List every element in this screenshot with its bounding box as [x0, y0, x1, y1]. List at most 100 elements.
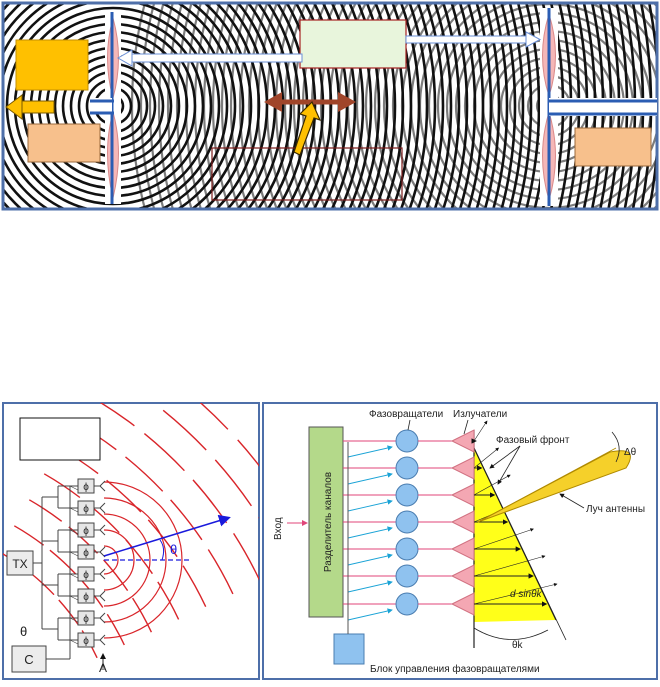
- ring: [256, 3, 279, 209]
- delta-theta-label: Δθ: [624, 447, 637, 458]
- ring: [319, 3, 347, 209]
- ring: [301, 3, 327, 209]
- tx-label: TX: [12, 557, 27, 571]
- ring: [491, 3, 509, 209]
- ring: [194, 3, 212, 209]
- ring: [425, 3, 445, 209]
- near-field-arc: [103, 513, 151, 607]
- wave-front-arc: [43, 473, 81, 499]
- ring: [3, 3, 229, 209]
- wave-front-arc: [157, 581, 180, 620]
- ring: [140, 3, 156, 209]
- phase-shifter-circle: [395, 564, 419, 588]
- ring: [266, 3, 301, 209]
- channel-row: [343, 582, 558, 621]
- ring: [238, 3, 259, 209]
- wave-front-arc: [28, 499, 63, 522]
- wave-front-arc: [104, 370, 153, 402]
- ring: [246, 3, 285, 209]
- top-green-box: [299, 19, 407, 69]
- a-label: A: [99, 661, 107, 675]
- ring: [283, 3, 308, 209]
- wave-front-arc: [199, 403, 229, 430]
- antenna-beam-lobe: [477, 450, 631, 523]
- ring: [450, 3, 469, 209]
- phase-shifter-circle: [395, 537, 419, 561]
- ring: [436, 3, 657, 209]
- c-label: C: [24, 652, 33, 667]
- phi-label: ϕ: [83, 548, 89, 559]
- phi-label: ϕ: [83, 570, 89, 581]
- ring: [247, 3, 269, 209]
- ring: [416, 3, 437, 209]
- ring: [408, 3, 429, 209]
- phi-label: ϕ: [83, 504, 89, 515]
- wave-front-arc: [237, 439, 259, 467]
- arrow-to-right-antenna: [405, 31, 542, 48]
- left-orange-box: [27, 123, 101, 163]
- antenna-beam-label: Луч антенны: [586, 504, 645, 515]
- ring: [355, 3, 389, 209]
- ring: [339, 3, 365, 209]
- ring: [374, 3, 397, 209]
- splitter-label: Разделитель каналов: [323, 472, 334, 572]
- control-block-label: Блок управления фазовращателями: [370, 663, 540, 675]
- phase-shifter: ϕ: [69, 588, 106, 604]
- radiators-label: Излучатели: [453, 409, 507, 420]
- phase-shifter-circle: [395, 456, 419, 480]
- channel-splitter: [308, 426, 344, 618]
- channel-row: [343, 474, 511, 512]
- ring: [203, 3, 221, 209]
- phi-label: ϕ: [83, 614, 89, 625]
- wave-front-arc: [182, 565, 207, 607]
- beam-direction-arrow: [103, 514, 231, 557]
- ring: [508, 3, 525, 209]
- tx-block: TX: [6, 550, 34, 576]
- empty-label-box: [19, 417, 101, 461]
- wave-front-arc: [68, 526, 99, 554]
- wave-front-arc: [125, 456, 164, 492]
- ring: [167, 3, 184, 209]
- ring: [3, 3, 253, 209]
- left-antenna: [90, 12, 121, 204]
- theta-input-label: θ: [20, 624, 27, 639]
- ring: [373, 3, 411, 209]
- channel-row: [343, 420, 488, 458]
- ring: [356, 3, 381, 209]
- beam-angle-label: θ: [170, 542, 177, 557]
- yellow-box: [15, 39, 89, 91]
- ring: [382, 3, 422, 209]
- ring: [516, 3, 533, 209]
- phi-label: ϕ: [83, 482, 89, 493]
- phase-front-label: Фазовый фронт: [496, 434, 570, 446]
- wave-front-arc: [170, 499, 203, 541]
- top-interference-panel: [1, 1, 659, 211]
- ring: [3, 3, 237, 209]
- phased-array-right-panel: Разделитель каналов Вход Блок управления…: [262, 402, 658, 680]
- phase-shifter: ϕ: [69, 544, 106, 560]
- ring: [149, 3, 165, 209]
- phase-shifter: ϕ: [69, 500, 106, 516]
- ring: [265, 3, 288, 209]
- ring: [185, 3, 203, 209]
- ring: [328, 3, 358, 209]
- phase-shifter: ϕ: [69, 632, 106, 648]
- wave-front-arc: [99, 403, 135, 427]
- ring: [256, 3, 293, 209]
- wave-front-arc: [132, 597, 153, 633]
- near-field-arc: [103, 545, 119, 575]
- controller-block: C: [11, 645, 47, 673]
- right-antenna: [540, 8, 657, 206]
- phase-control-block: [333, 633, 365, 665]
- wave-front-arc: [13, 525, 45, 546]
- ring: [365, 3, 389, 209]
- ring: [176, 3, 193, 209]
- phase-shifters-label: Фазовращатели: [369, 409, 443, 420]
- phase-shifter: ϕ: [69, 478, 106, 494]
- brown-double-arrow: [264, 92, 356, 112]
- phase-shifter: ϕ: [69, 566, 106, 582]
- ring: [433, 3, 453, 209]
- wave-front-arc: [207, 549, 234, 595]
